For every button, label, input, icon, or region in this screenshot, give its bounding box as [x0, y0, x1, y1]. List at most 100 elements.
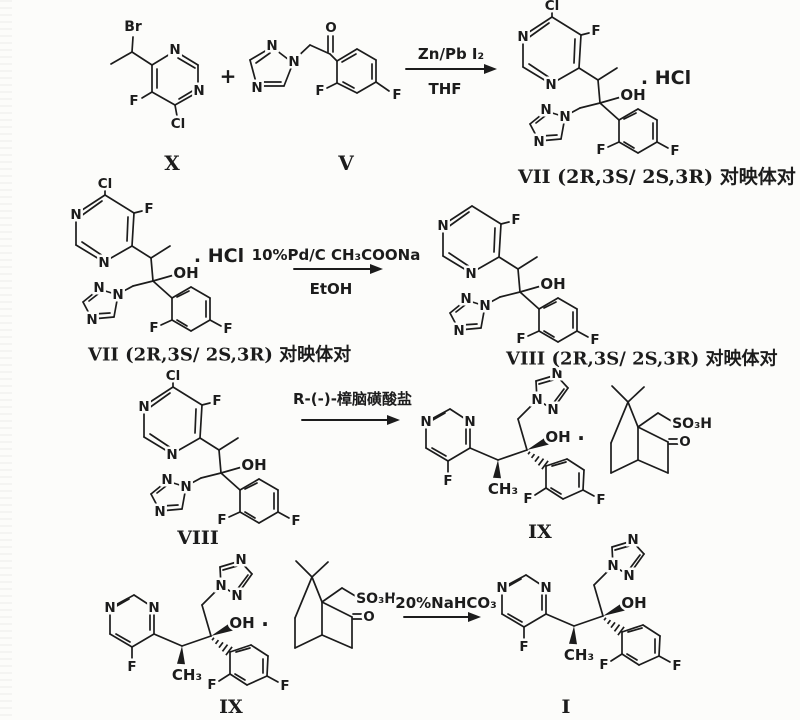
- bond-line: [311, 561, 329, 578]
- atom-label: N: [545, 77, 556, 93]
- atom-label: Cl: [166, 368, 181, 384]
- atom-label: Cl: [545, 0, 560, 14]
- bond-line: [246, 675, 268, 686]
- atom-label: Cl: [98, 176, 113, 192]
- bond-line: [538, 379, 554, 385]
- atom-label: N: [496, 580, 507, 596]
- atom-label: O: [363, 609, 374, 625]
- atom-label: CH₃: [172, 666, 202, 684]
- bond-line: [573, 38, 576, 64]
- bond-line: [176, 319, 188, 327]
- vii-chloro-substituent-row1: Cl: [542, 0, 562, 18]
- bond-line: [545, 110, 566, 118]
- atom-label: N: [70, 207, 81, 223]
- bond-line: [573, 615, 604, 627]
- atom-label: F: [516, 331, 525, 347]
- bond-line: [255, 52, 271, 64]
- atom-label: OH: [545, 428, 570, 446]
- bond-line: [517, 418, 528, 451]
- atom-label: F: [223, 321, 232, 337]
- bond-line: [529, 110, 547, 125]
- compound-label-vii-row2: VII (2R,3S/ 2S,3R) 对映体对: [87, 344, 351, 366]
- bond-line: [501, 613, 525, 628]
- bond-line: [519, 285, 542, 293]
- wedge-bond: [493, 460, 501, 479]
- bond-line: [582, 469, 585, 491]
- bond-line: [497, 449, 528, 461]
- atom-label: OH: [540, 275, 565, 293]
- bond-line: [576, 330, 589, 338]
- atom-label: F: [443, 473, 452, 489]
- bond-line: [599, 102, 620, 121]
- bond-line: [109, 594, 135, 609]
- atom-label: F: [670, 143, 679, 159]
- hash-bond-tick: [606, 619, 612, 625]
- bond-line: [637, 108, 658, 121]
- bond-line: [244, 511, 256, 519]
- bond-line: [104, 194, 135, 214]
- hash-bond-tick: [530, 453, 536, 459]
- atom-label: N: [623, 568, 634, 584]
- atom-label: N: [231, 588, 242, 604]
- bond-line: [321, 587, 343, 603]
- atom-label: OH: [229, 614, 254, 632]
- bond-line: [538, 297, 559, 310]
- arrowhead: [484, 64, 497, 74]
- bond-line: [218, 437, 239, 451]
- hash-bond-tick: [211, 637, 215, 641]
- bond-line: [656, 141, 669, 149]
- hash-bond-tick: [617, 626, 625, 636]
- bond-line: [431, 447, 447, 457]
- atom-label: F: [212, 393, 221, 409]
- atom-label: F: [523, 491, 532, 507]
- bond-line: [172, 386, 203, 406]
- atom-label: N: [517, 29, 528, 45]
- bond-line: [220, 472, 241, 491]
- atom-label: N: [551, 366, 562, 382]
- bond-line: [113, 294, 119, 318]
- atom-label: CH₃: [488, 480, 518, 498]
- bond-line: [631, 540, 645, 555]
- atom-label: . HCl: [194, 245, 244, 267]
- compound-label-ix-row4: IX: [219, 696, 243, 718]
- bond-line: [110, 51, 133, 65]
- bond-line: [152, 280, 173, 299]
- atom-label: O: [679, 434, 690, 450]
- bond-line: [181, 635, 212, 647]
- bond-line: [228, 511, 241, 518]
- bond-line: [517, 268, 521, 293]
- bond-line: [628, 553, 645, 576]
- compound-label-ix-row3: IX: [528, 521, 552, 543]
- bond-line: [309, 44, 331, 55]
- bond-line: [498, 223, 502, 258]
- bond-line: [75, 244, 105, 263]
- reaction-arrow-step2: [293, 264, 383, 274]
- wedge-bond: [211, 623, 233, 636]
- wedge-bond: [177, 646, 185, 665]
- bond-line: [200, 472, 222, 479]
- atom-label: SO₃H: [356, 591, 396, 607]
- atom-label: N: [86, 312, 97, 328]
- bond-line: [627, 627, 643, 633]
- bond-line: [178, 89, 195, 100]
- bond-line: [181, 486, 187, 510]
- bond-line: [593, 584, 604, 617]
- bond-line: [447, 447, 471, 462]
- bond-line: [611, 385, 629, 403]
- bond-line: [578, 34, 582, 69]
- bond-line: [517, 256, 538, 270]
- bond-line: [557, 297, 578, 310]
- bond-line: [375, 81, 390, 92]
- bond-line: [235, 647, 251, 653]
- bond-line: [166, 480, 187, 488]
- bond-line: [336, 82, 358, 94]
- bond-line: [470, 256, 500, 274]
- compound-label-x: X: [164, 151, 180, 175]
- bond-line: [201, 604, 212, 637]
- hash-bond-tick: [610, 621, 616, 629]
- bond-line: [294, 576, 313, 619]
- bond-line: [566, 458, 585, 471]
- bond-line: [266, 655, 269, 677]
- bond-line: [442, 205, 473, 226]
